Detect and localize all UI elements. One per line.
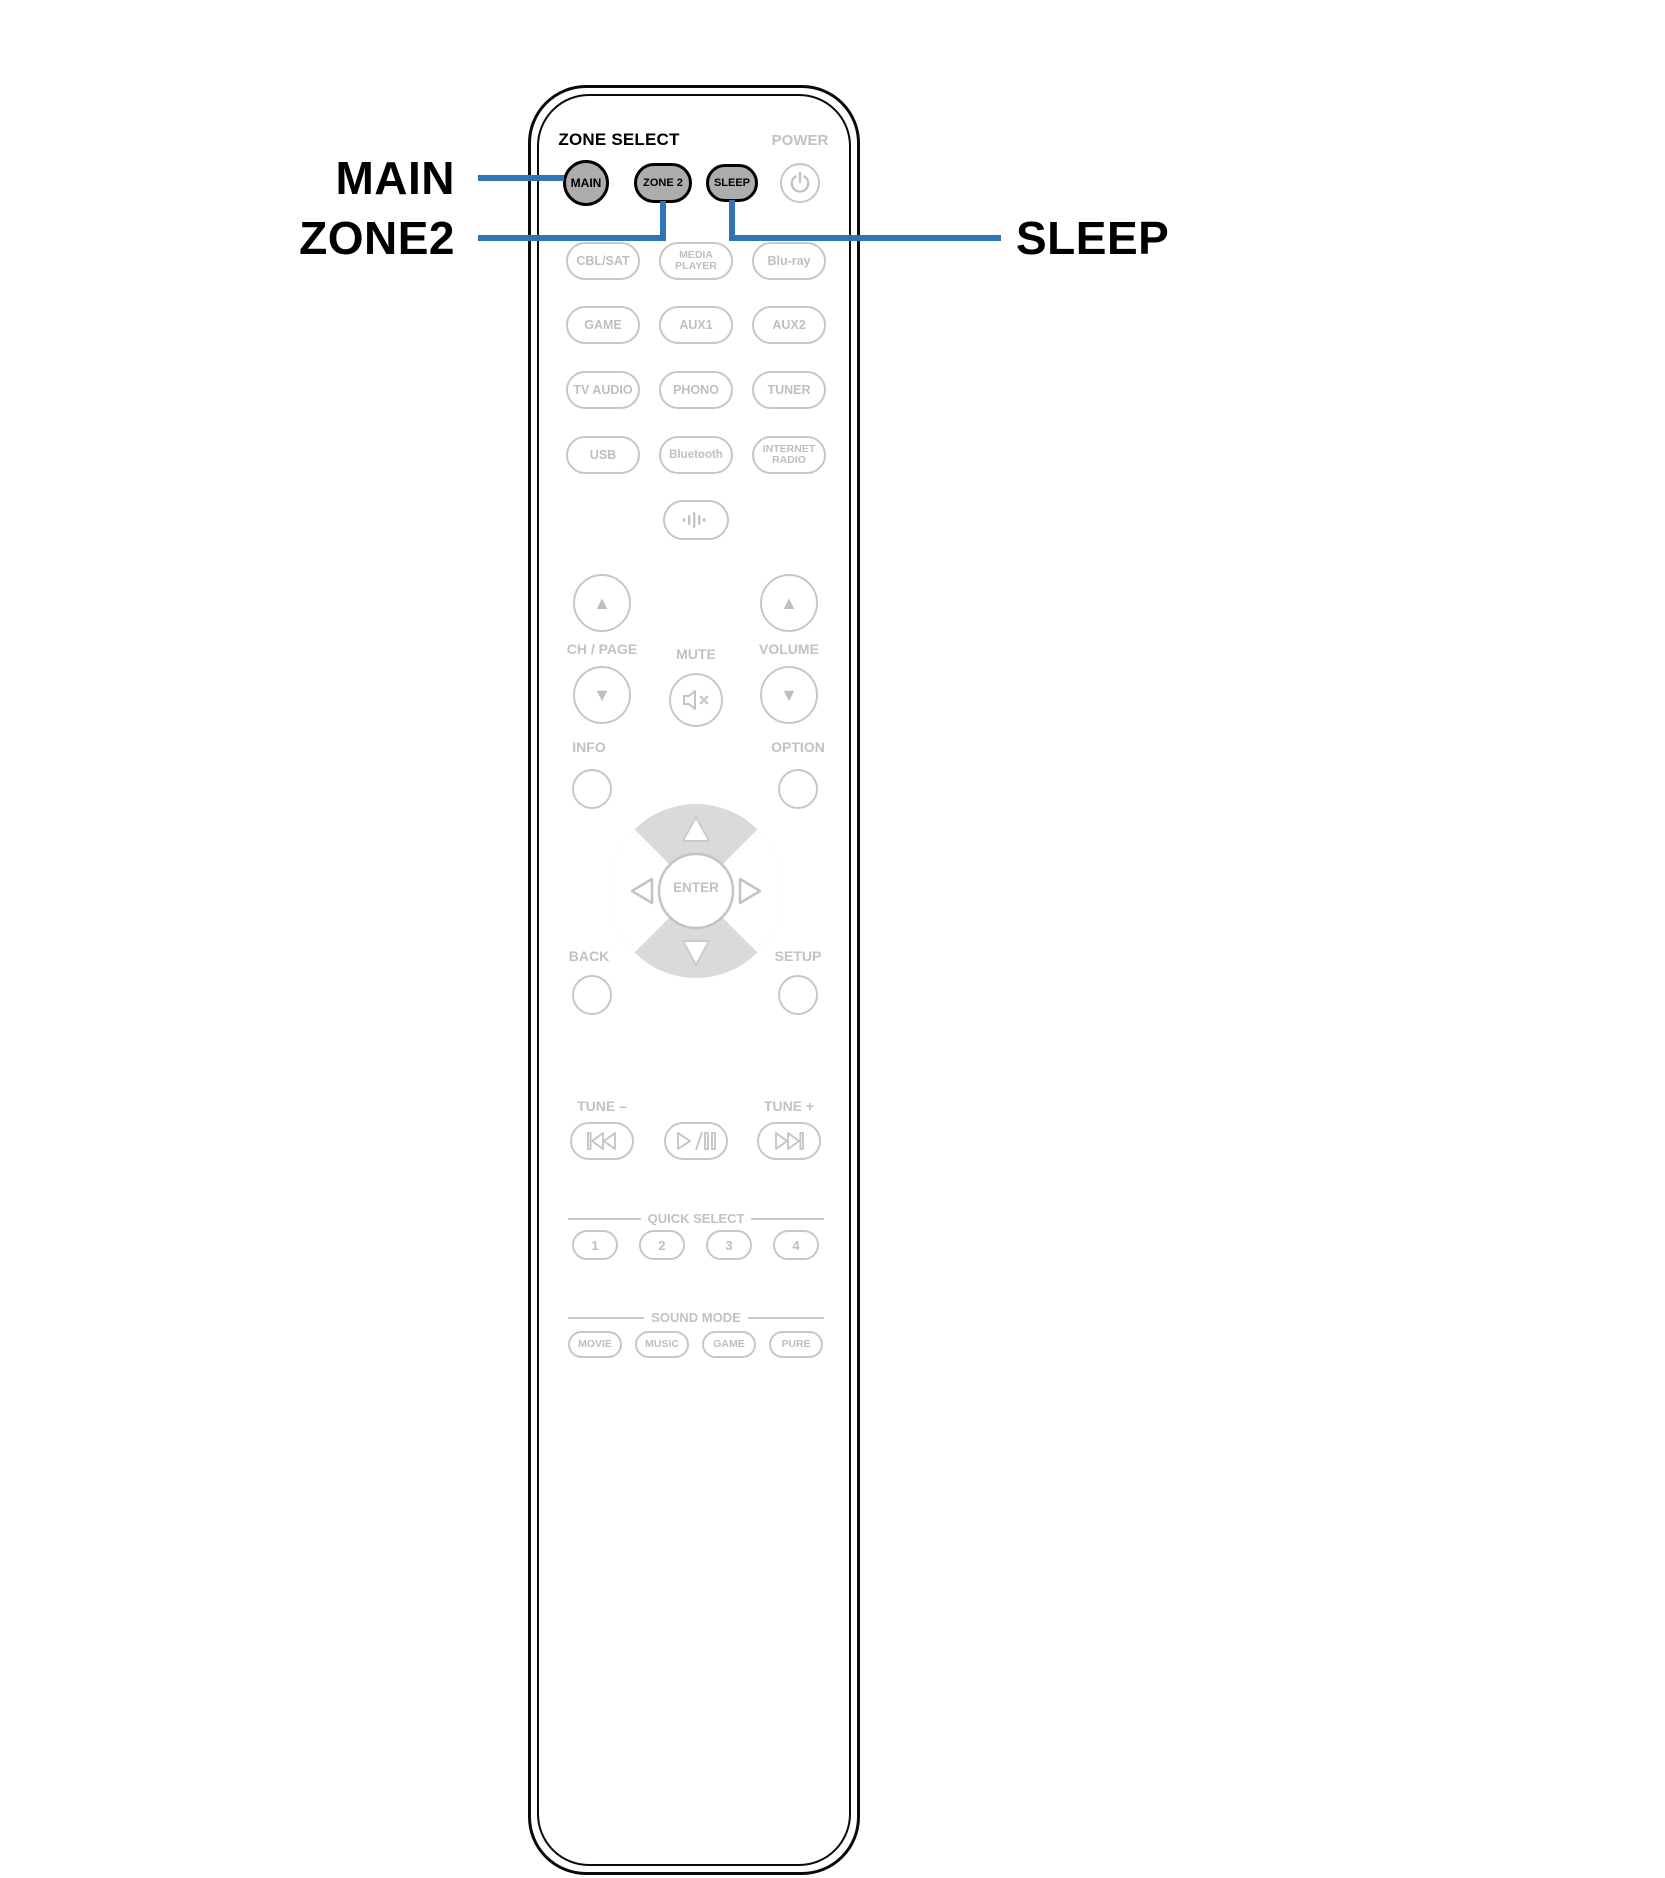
sound-wave-icon — [683, 512, 706, 528]
cursor-left-icon — [630, 877, 654, 905]
sound-mode-button-music: MUSIC — [635, 1331, 689, 1358]
divider-line — [751, 1217, 825, 1220]
source-button-bluetooth: Bluetooth — [659, 436, 733, 474]
sound-mode-button-game: GAME — [702, 1331, 756, 1358]
option-button — [778, 769, 818, 809]
callout-zone2-label: ZONE2 — [299, 212, 455, 264]
cursor-down-icon — [682, 940, 710, 966]
zone-select-label: ZONE SELECT — [558, 130, 680, 149]
divider-line — [747, 1316, 824, 1319]
skip-back-button — [570, 1122, 634, 1160]
mute-speaker-icon — [683, 690, 709, 710]
skip-forward-icon — [775, 1132, 804, 1150]
audio-mode-button — [663, 500, 729, 540]
zone2-callout-line-vertical — [660, 201, 666, 241]
quick-select-button-3: 3 — [706, 1230, 752, 1260]
sound-mode-button-pure: PURE — [769, 1331, 823, 1358]
play-pause-button — [664, 1122, 728, 1160]
sound-mode-button-movie: MOVIE — [568, 1331, 622, 1358]
tune-plus-label: TUNE + — [763, 1098, 815, 1114]
skip-back-icon — [587, 1132, 616, 1150]
info-label: INFO — [572, 739, 606, 755]
main-callout-line — [478, 175, 564, 181]
source-button-game: GAME — [566, 306, 640, 344]
source-button-cblsat: CBL/SAT — [566, 242, 640, 280]
channel-page-label: CH / PAGE — [566, 641, 638, 657]
back-button — [572, 975, 612, 1015]
source-button-media-player: MEDIA PLAYER — [659, 242, 733, 280]
quick-select-button-1: 1 — [572, 1230, 618, 1260]
divider-line — [568, 1217, 641, 1220]
sleep-callout-line-horizontal — [729, 235, 1001, 241]
tune-minus-label: TUNE – — [577, 1098, 627, 1114]
source-button-internet-radio: INTERNET RADIO — [752, 436, 826, 474]
channel-page-down-button: ▼ — [573, 666, 631, 724]
source-button-tv-audio: TV AUDIO — [566, 371, 640, 409]
source-button-bluray: Blu-ray — [752, 242, 826, 280]
quick-select-title: QUICK SELECT — [647, 1211, 745, 1226]
sound-mode-title: SOUND MODE — [651, 1310, 741, 1325]
zone2-button: ZONE 2 — [634, 163, 692, 203]
info-button — [572, 769, 612, 809]
callout-sleep-label: SLEEP — [1016, 212, 1170, 264]
quick-select-button-2: 2 — [639, 1230, 685, 1260]
remote-body: ZONE SELECT POWER MAIN ZONE 2 SLEEP CBL/… — [528, 85, 860, 1875]
power-icon — [790, 171, 810, 193]
zone2-callout-line-horizontal — [478, 235, 666, 241]
setup-button — [778, 975, 818, 1015]
quick-select-button-4: 4 — [773, 1230, 819, 1260]
source-button-phono: PHONO — [659, 371, 733, 409]
divider-line — [568, 1316, 645, 1319]
source-button-usb: USB — [566, 436, 640, 474]
setup-label: SETUP — [774, 948, 822, 964]
source-button-aux1: AUX1 — [659, 306, 733, 344]
sleep-button: SLEEP — [706, 164, 758, 202]
cursor-right-icon — [738, 877, 762, 905]
channel-page-up-button: ▲ — [573, 574, 631, 632]
power-label: POWER — [771, 132, 829, 149]
skip-forward-button — [757, 1122, 821, 1160]
direction-pad — [609, 804, 783, 978]
volume-up-button: ▲ — [760, 574, 818, 632]
source-button-tuner: TUNER — [752, 371, 826, 409]
mute-button — [669, 673, 723, 727]
back-label: BACK — [568, 948, 610, 964]
option-label: OPTION — [771, 739, 825, 755]
power-button — [780, 163, 820, 203]
play-pause-icon — [677, 1131, 716, 1151]
sound-mode-header: SOUND MODE — [568, 1310, 824, 1325]
source-button-aux2: AUX2 — [752, 306, 826, 344]
volume-label: VOLUME — [759, 641, 819, 657]
callout-main-label: MAIN — [335, 152, 455, 204]
cursor-up-icon — [682, 816, 710, 842]
sleep-callout-line-vertical — [729, 200, 735, 241]
main-zone-button: MAIN — [563, 160, 609, 206]
enter-label: ENTER — [673, 880, 719, 895]
volume-down-button: ▼ — [760, 666, 818, 724]
mute-label: MUTE — [676, 646, 716, 662]
quick-select-header: QUICK SELECT — [568, 1211, 825, 1226]
